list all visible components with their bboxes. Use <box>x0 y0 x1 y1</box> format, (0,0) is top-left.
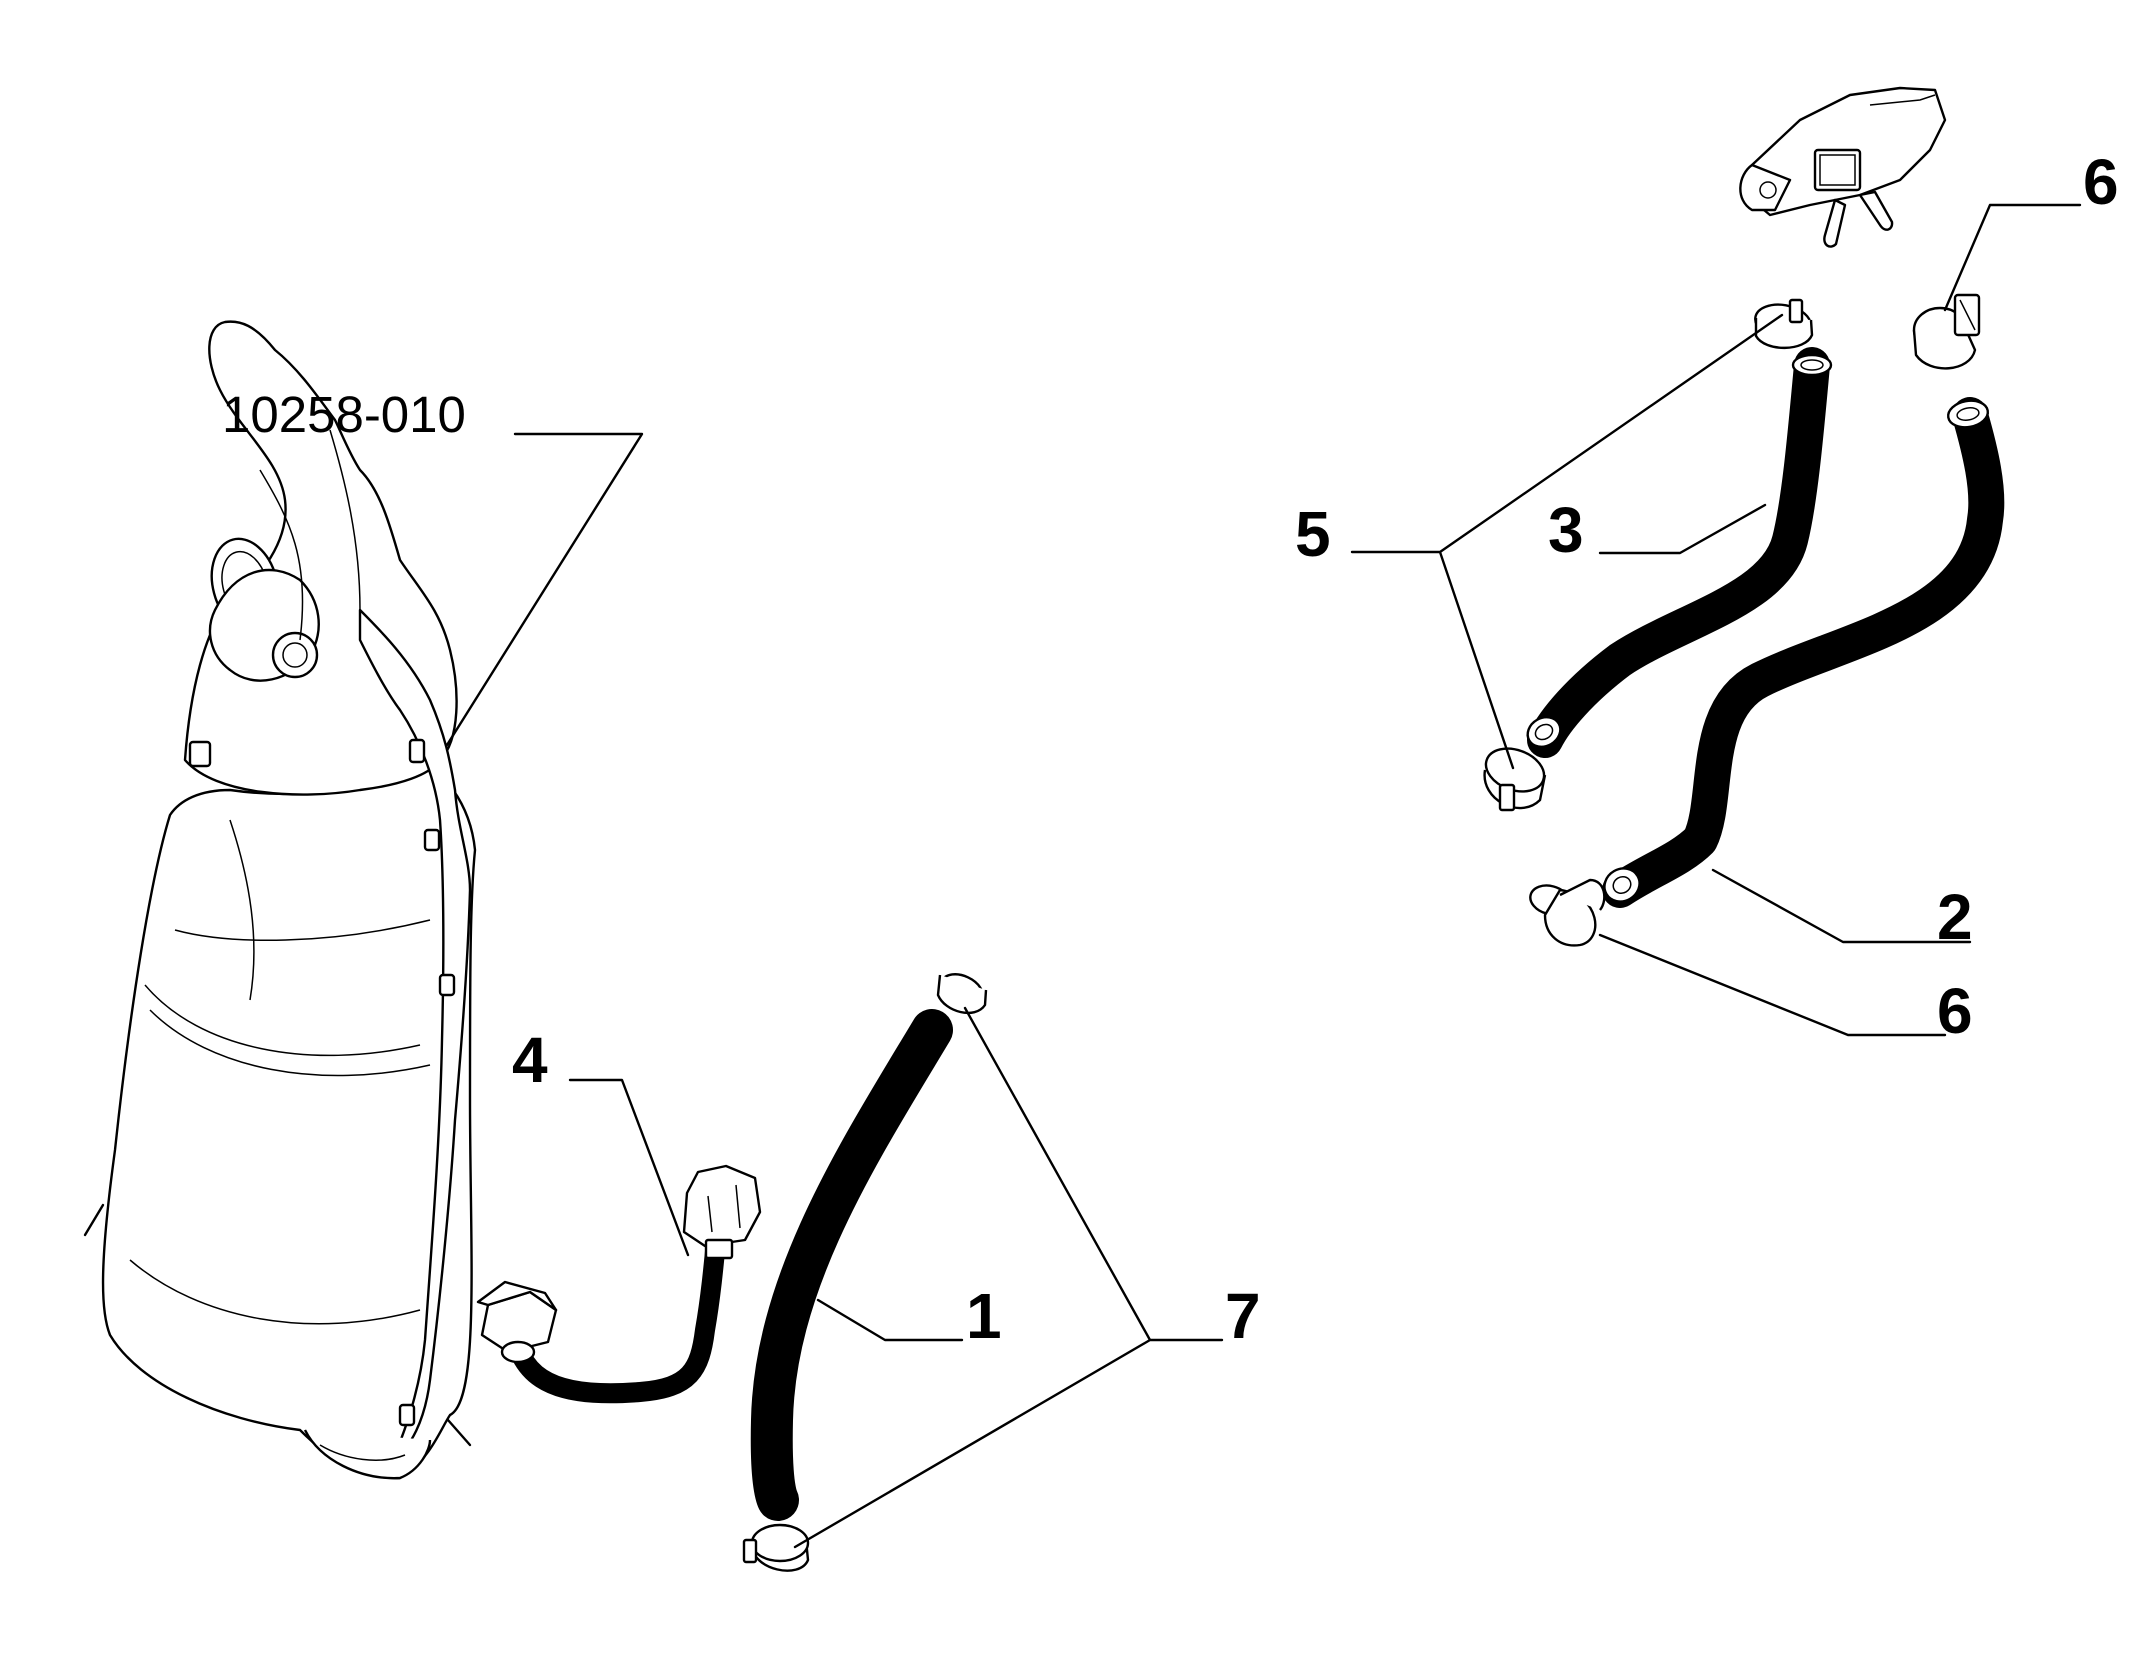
part-4-label: 4 <box>512 1024 548 1096</box>
part-3-label: 3 <box>1548 494 1584 566</box>
part-5-label: 5 <box>1295 498 1331 570</box>
part-4-pressure-pipe <box>476 1164 762 1404</box>
leader-part-4 <box>568 1078 690 1257</box>
part-5-clamp-bottom <box>1483 747 1547 812</box>
leader-part-7 <box>793 1006 1224 1549</box>
leader-lines <box>445 203 2082 1549</box>
part-7-clamp-top <box>936 973 988 1015</box>
leader-part-1 <box>816 1298 964 1342</box>
part-2-hose <box>1602 397 2005 908</box>
part-5-clamp-top <box>1754 298 1814 349</box>
leader-part-2 <box>1711 868 1972 944</box>
reference-code-label: 10258-010 <box>222 386 466 443</box>
leader-part-6-top <box>1943 203 2082 312</box>
part-1-hose <box>750 1009 953 1521</box>
leader-part-5 <box>1350 313 1784 770</box>
part-3-hose <box>1526 347 1833 758</box>
part-7-clamp-bottom <box>742 1523 810 1572</box>
part-1-label: 1 <box>966 1280 1002 1352</box>
leader-part-6-bottom <box>1598 933 1947 1037</box>
leader-reference-code <box>445 432 644 747</box>
part-6-top-label: 6 <box>2083 146 2119 218</box>
part-7-label: 7 <box>1225 1280 1261 1352</box>
pressure-sensor <box>1739 86 1947 248</box>
particulate-filter-assembly <box>83 320 477 1480</box>
part-6-bottom-label: 6 <box>1937 975 1973 1047</box>
part-2-label: 2 <box>1937 881 1973 953</box>
part-6-clamp-top <box>1912 293 1981 370</box>
leader-part-3 <box>1598 503 1767 555</box>
part-6-clamp-bottom <box>1529 878 1606 947</box>
